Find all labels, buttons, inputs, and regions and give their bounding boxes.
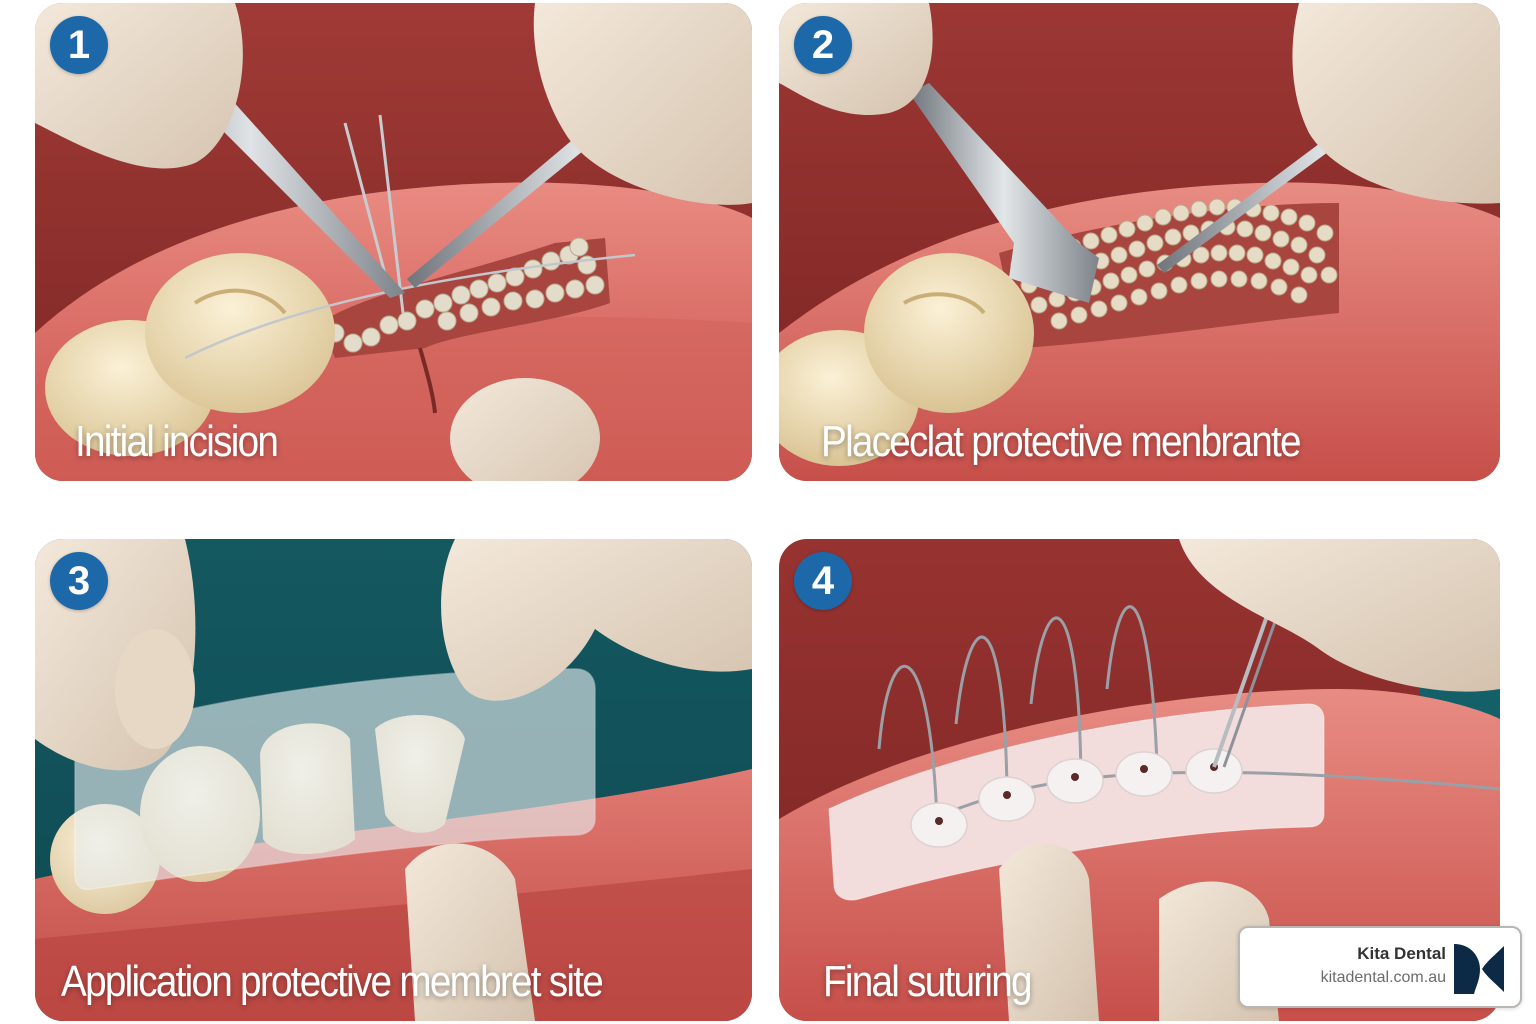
- step-3-panel: 3 Application protective membret site: [35, 539, 752, 1021]
- step-number-badge: 1: [50, 16, 108, 74]
- brand-logo-card[interactable]: Kita Dental kitadental.com.au: [1238, 926, 1522, 1008]
- suturing-illustration: [779, 539, 1500, 1021]
- step-caption: Placeclat protective menbrante: [821, 417, 1302, 466]
- graft-placement-illustration: [779, 3, 1500, 481]
- step-4-panel: 4 Final suturing: [779, 539, 1500, 1021]
- step-1-panel: 1 Initial incision: [35, 3, 752, 481]
- kita-logo-icon: [1454, 944, 1504, 994]
- incision-illustration: [35, 3, 752, 481]
- membrane-application-illustration: [35, 539, 752, 1021]
- step-2-panel: 2 Placeclat protective menbrante: [779, 3, 1500, 481]
- step-number-badge: 2: [794, 16, 852, 74]
- brand-name: Kita Dental: [1357, 944, 1446, 963]
- step-caption: Application protective membret site: [61, 957, 604, 1006]
- step-number-badge: 3: [50, 552, 108, 610]
- step-caption: Final suturing: [823, 957, 1033, 1006]
- brand-url[interactable]: kitadental.com.au: [1320, 969, 1446, 986]
- step-number-badge: 4: [794, 552, 852, 610]
- step-caption: Initial incision: [75, 417, 279, 466]
